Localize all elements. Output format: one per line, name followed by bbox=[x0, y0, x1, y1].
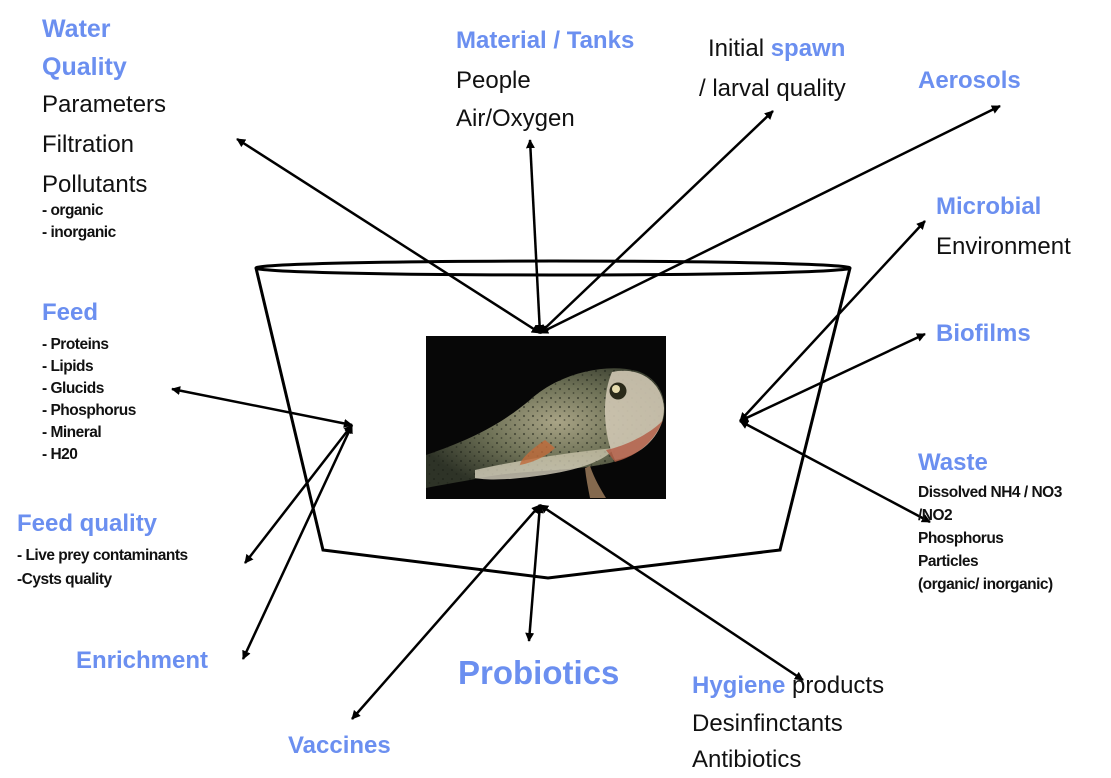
waste-item: Dissolved NH4 / NO3 bbox=[918, 485, 1062, 508]
initial-spawn-line2: / larval quality bbox=[699, 77, 846, 101]
water-quality-subitem: - organic bbox=[42, 203, 166, 225]
hygiene-group: Hygiene products Desinfinctants Antibiot… bbox=[692, 674, 884, 772]
initial-spawn-group: Initial spawn / larval quality bbox=[708, 37, 846, 101]
feed-quality-heading: Feed quality bbox=[17, 512, 188, 548]
water-quality-group: Water Quality Parameters Filtration Poll… bbox=[42, 17, 166, 247]
hygiene-highlight: Hygiene bbox=[692, 672, 785, 699]
feed-item: - Mineral bbox=[42, 425, 136, 447]
water-quality-item: Pollutants bbox=[42, 173, 166, 203]
waste-item: Particles bbox=[918, 554, 1062, 577]
biofilms-heading: Biofilms bbox=[936, 322, 1031, 346]
waste-item: Phosphorus bbox=[918, 531, 1062, 554]
arrow-enrichment bbox=[243, 425, 352, 659]
material-tanks-heading: Material / Tanks bbox=[456, 29, 634, 69]
water-quality-heading-line2: Quality bbox=[42, 55, 166, 93]
arrow-initial-spawn bbox=[540, 111, 773, 333]
feed-group: Feed - Proteins - Lipids - Glucids - Pho… bbox=[42, 301, 136, 469]
arrow-waste bbox=[740, 421, 930, 522]
material-tanks-item: People bbox=[456, 69, 634, 107]
microbial-item: Environment bbox=[936, 235, 1071, 259]
arrow-water-quality bbox=[237, 139, 540, 333]
arrow-microbial bbox=[740, 221, 925, 421]
water-quality-item: Filtration bbox=[42, 133, 166, 173]
waste-group: Waste Dissolved NH4 / NO3 /NO2 Phosphoru… bbox=[918, 451, 1062, 600]
hygiene-line1: Hygiene products bbox=[692, 674, 884, 712]
aerosols-heading: Aerosols bbox=[918, 69, 1021, 93]
feed-item: - Proteins bbox=[42, 337, 136, 359]
feed-item: - Lipids bbox=[42, 359, 136, 381]
fish-photo bbox=[426, 336, 666, 499]
hygiene-item: Antibiotics bbox=[692, 748, 884, 772]
vaccines-heading: Vaccines bbox=[288, 734, 391, 758]
feed-quality-item: -Cysts quality bbox=[17, 572, 188, 594]
feed-quality-item: - Live prey contaminants bbox=[17, 548, 188, 572]
feed-quality-group: Feed quality - Live prey contaminants -C… bbox=[17, 512, 188, 594]
initial-spawn-highlight: spawn bbox=[771, 35, 846, 62]
arrow-material-tanks bbox=[530, 140, 540, 333]
arrow-aerosols bbox=[540, 106, 1000, 333]
feed-item: - H20 bbox=[42, 447, 136, 469]
hygiene-item: Desinfinctants bbox=[692, 712, 884, 748]
waste-heading: Waste bbox=[918, 451, 1062, 485]
feed-heading: Feed bbox=[42, 301, 136, 337]
arrow-biofilms bbox=[740, 334, 925, 421]
waste-item: /NO2 bbox=[918, 508, 1062, 531]
water-quality-subitem: - inorganic bbox=[42, 225, 166, 247]
hygiene-suffix: products bbox=[785, 672, 884, 699]
material-tanks-item: Air/Oxygen bbox=[456, 107, 634, 131]
microbial-heading: Microbial bbox=[936, 195, 1071, 235]
probiotics-heading: Probiotics bbox=[458, 656, 619, 689]
waste-item: (organic/ inorganic) bbox=[918, 577, 1062, 600]
initial-spawn-line1: Initial spawn bbox=[708, 37, 846, 77]
material-tanks-group: Material / Tanks People Air/Oxygen bbox=[456, 29, 634, 131]
arrow-probiotics bbox=[529, 505, 540, 641]
initial-spawn-prefix: Initial bbox=[708, 35, 771, 62]
water-quality-heading-line1: Water bbox=[42, 17, 166, 55]
water-quality-item: Parameters bbox=[42, 93, 166, 133]
microbial-group: Microbial Environment bbox=[936, 195, 1071, 259]
arrow-feed bbox=[172, 389, 352, 425]
feed-item: - Phosphorus bbox=[42, 403, 136, 425]
feed-item: - Glucids bbox=[42, 381, 136, 403]
tank-rim bbox=[256, 261, 850, 275]
enrichment-heading: Enrichment bbox=[76, 649, 208, 673]
